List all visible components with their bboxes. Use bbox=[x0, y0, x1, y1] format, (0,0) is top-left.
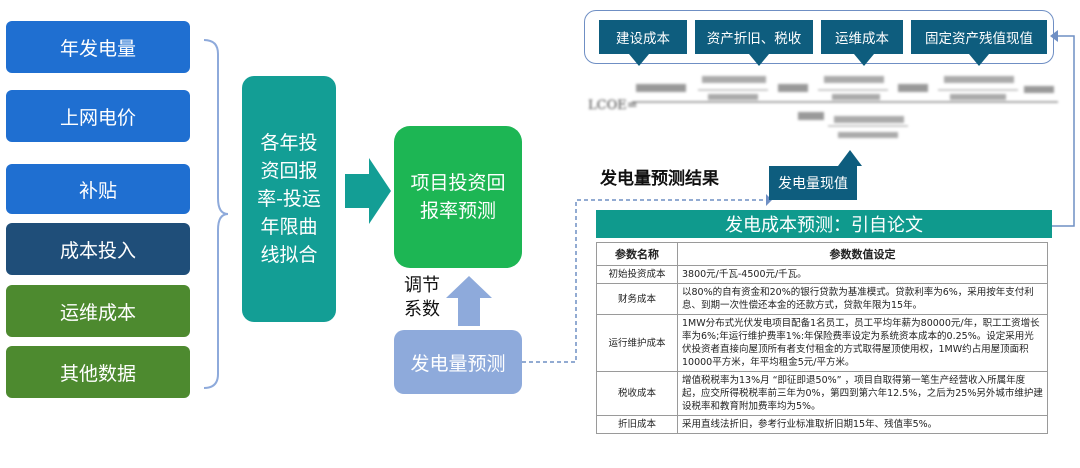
left-bracket bbox=[203, 39, 229, 389]
generation-forecast-box: 发电量预测 bbox=[394, 330, 522, 394]
table-row: 税收成本增值税税率为13%月 “即征即退50%” ，项目自取得第一笔生产经营收入… bbox=[596, 371, 1048, 416]
left-input-item: 成本投入 bbox=[6, 223, 190, 275]
curve-fit-box: 各年投资回报率-投运年限曲线拟合 bbox=[242, 76, 336, 322]
column-header: 参数数值设定 bbox=[677, 242, 1048, 266]
param-value-cell: 采用直线法折旧，参考行业标准取折旧期15年、残值率5%。 bbox=[677, 415, 1048, 434]
residual-value-button[interactable]: 固定资产残值现值 bbox=[911, 20, 1047, 54]
present-value-pointer bbox=[838, 150, 862, 166]
param-name-cell: 初始投资成本 bbox=[596, 265, 678, 284]
lcoe-formula: LCOE= bbox=[588, 70, 1058, 150]
forecast-result-label: 发电量预测结果 bbox=[600, 169, 719, 189]
left-input-item: 运维成本 bbox=[6, 285, 190, 337]
generation-forecast-label: 发电量预测 bbox=[410, 352, 506, 375]
table-row: 财务成本以80%的自有资金和20%的银行贷款为基准模式。贷款利率为6%，采用按年… bbox=[596, 283, 1048, 315]
om-cost-button[interactable]: 运维成本 bbox=[821, 20, 903, 54]
left-input-item: 年发电量 bbox=[6, 21, 190, 73]
up-arrow-icon bbox=[446, 276, 492, 326]
left-input-item: 其他数据 bbox=[6, 346, 190, 398]
present-value-box: 发电量现值 bbox=[769, 166, 857, 200]
param-value-cell: 以80%的自有资金和20%的银行贷款为基准模式。贷款利率为6%，采用按年支付利息… bbox=[677, 283, 1048, 315]
param-name-cell: 运行维护成本 bbox=[596, 314, 678, 372]
project-return-box: 项目投资回报率预测 bbox=[394, 126, 522, 268]
left-input-item: 补贴 bbox=[6, 164, 190, 214]
button-pointers bbox=[629, 54, 989, 66]
table-header-row: 参数名称 参数数值设定 bbox=[596, 242, 1048, 266]
project-return-label: 项目投资回报率预测 bbox=[410, 172, 506, 222]
param-name-cell: 税收成本 bbox=[596, 371, 678, 416]
param-value-cell: 增值税税率为13%月 “即征即退50%” ，项目自取得第一笔生产经营收入所属年度… bbox=[677, 371, 1048, 416]
adjust-coefficient-label: 调节系数 bbox=[404, 275, 440, 320]
left-input-item: 上网电价 bbox=[6, 90, 190, 142]
column-header: 参数名称 bbox=[596, 242, 678, 266]
depreciation-tax-button[interactable]: 资产折旧、税收 bbox=[695, 20, 813, 54]
dashed-connector bbox=[522, 194, 772, 363]
return-connector bbox=[1050, 30, 1075, 227]
param-name-cell: 折旧成本 bbox=[596, 415, 678, 434]
cost-forecast-banner: 发电成本预测：引自论文 bbox=[596, 210, 1052, 238]
curve-fit-label: 各年投资回报率-投运年限曲线拟合 bbox=[257, 132, 321, 266]
right-arrow-icon bbox=[345, 158, 391, 224]
param-value-cell: 3800元/千瓦-4500元/千瓦。 bbox=[677, 265, 1048, 284]
param-name-cell: 财务成本 bbox=[596, 283, 678, 315]
param-value-cell: 1MW分布式光伏发电项目配备1名员工，员工平均年薪为80000元/年，职工工资增… bbox=[677, 314, 1048, 372]
table-row: 折旧成本采用直线法折旧，参考行业标准取折旧期15年、残值率5%。 bbox=[596, 415, 1048, 434]
construction-cost-button[interactable]: 建设成本 bbox=[599, 20, 687, 54]
